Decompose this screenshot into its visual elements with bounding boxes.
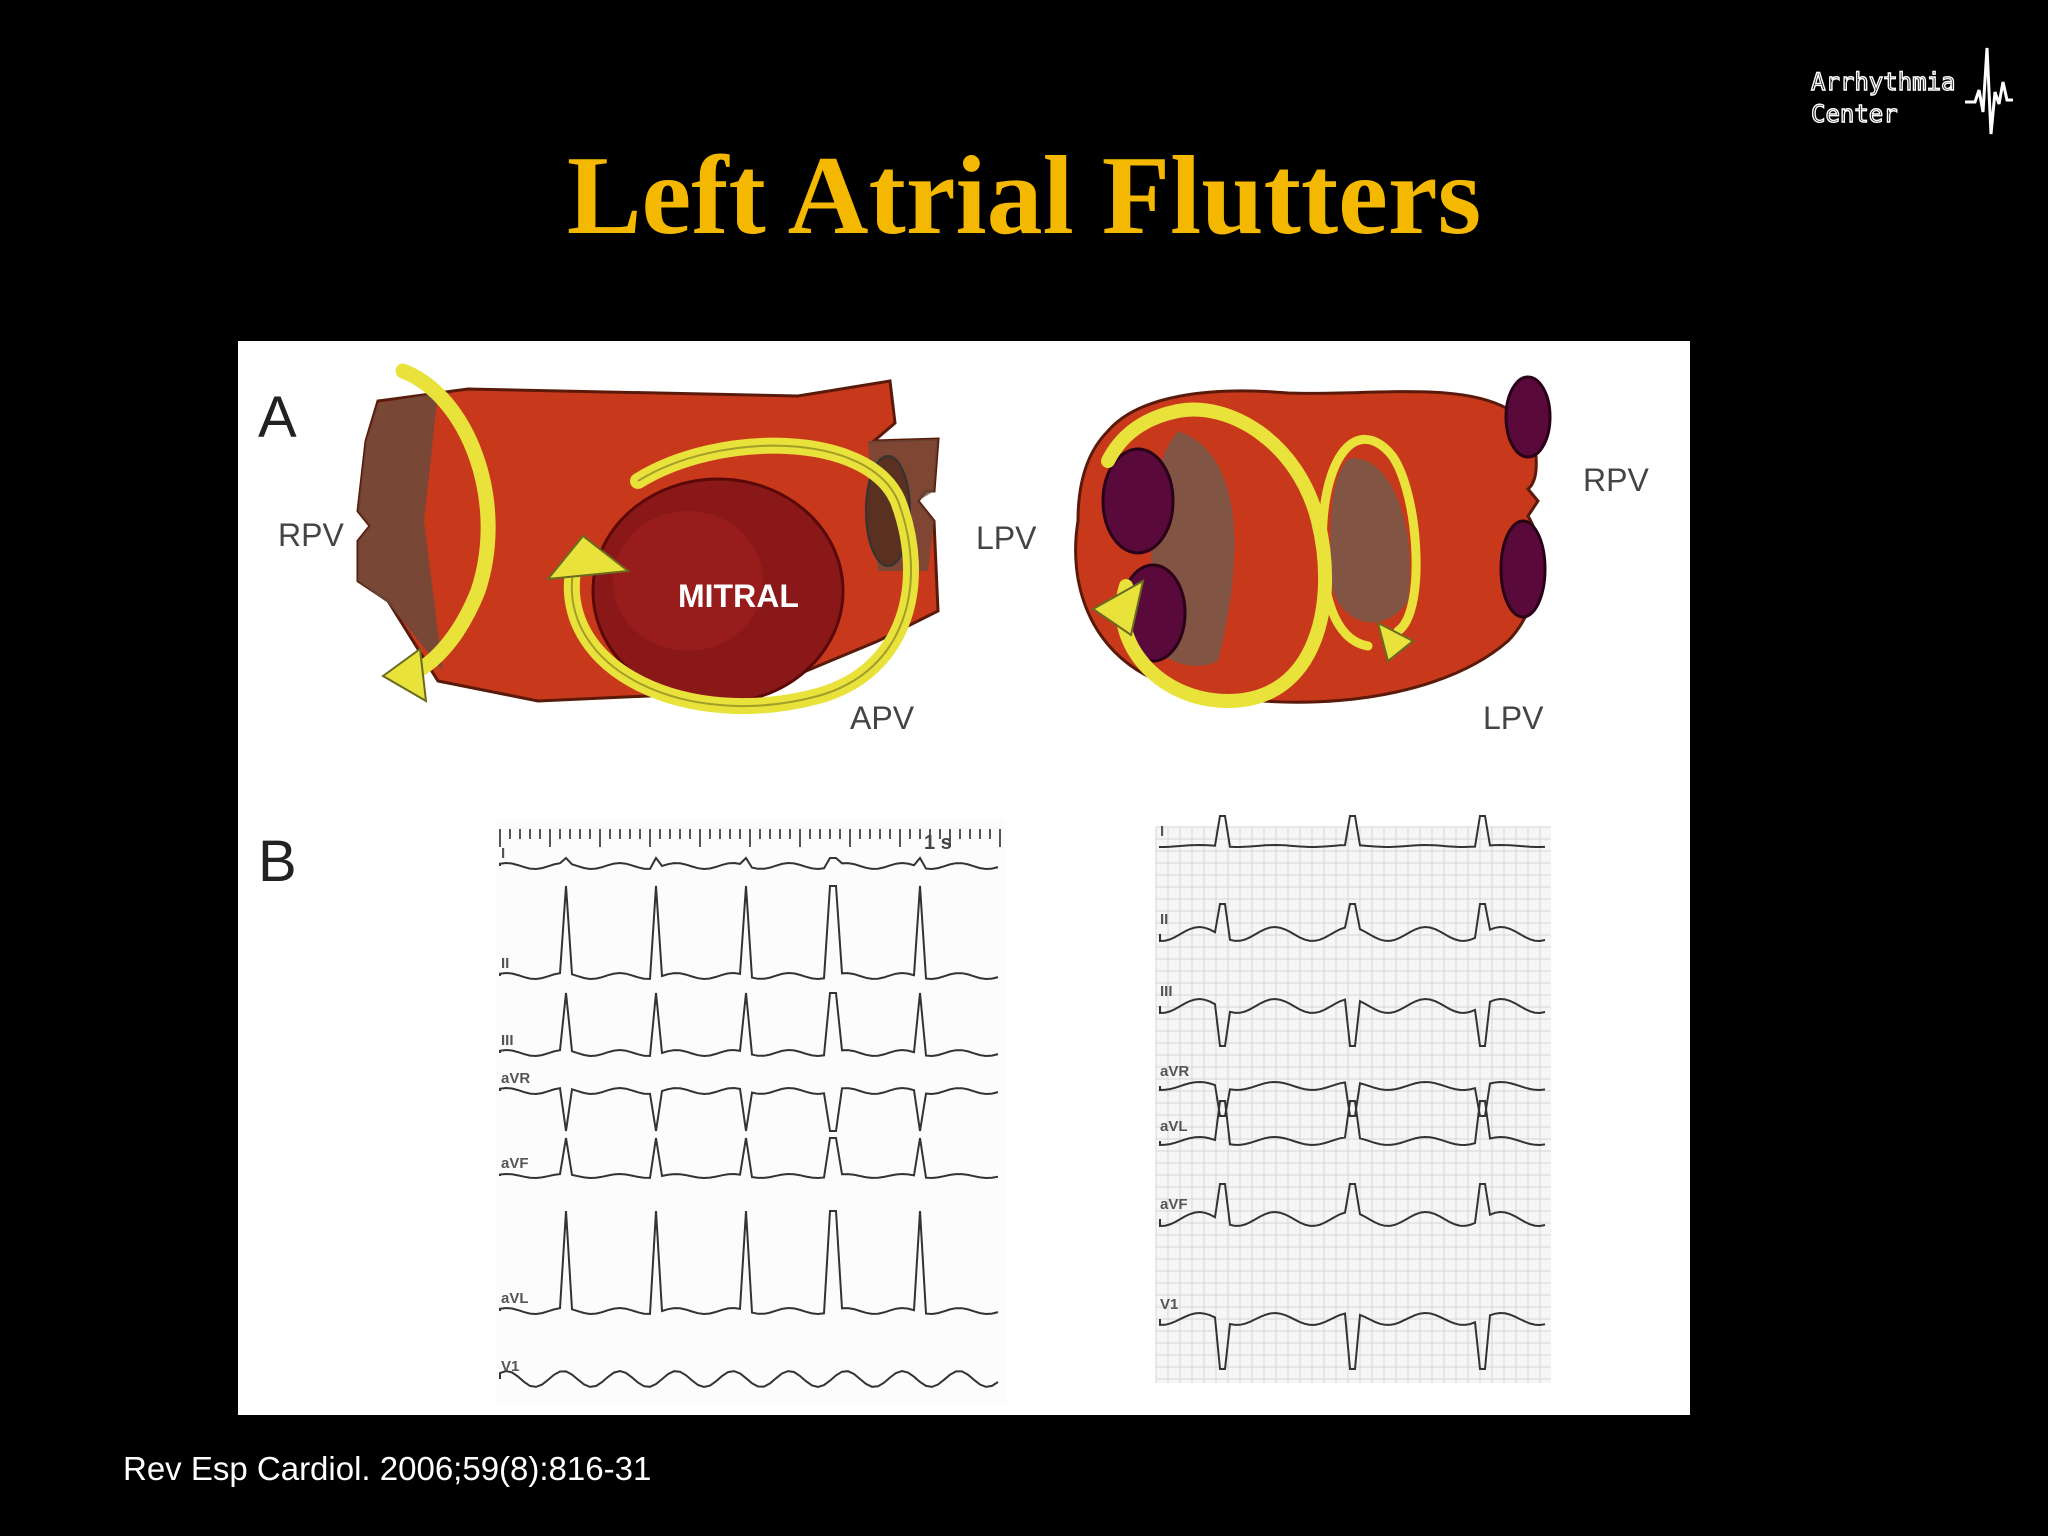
- ecg-right-lead-label: aVR: [1160, 1063, 1189, 1080]
- ecg-right-trace: [1159, 903, 1546, 943]
- ecg-left-lead-label: aVR: [501, 1070, 530, 1087]
- ecg-left-lead-label: aVF: [501, 1155, 529, 1172]
- left-heart-label-apv: APV: [850, 700, 915, 736]
- ecg-right-trace: [1159, 1183, 1546, 1228]
- figure-panel: A B RPV MITRAL APV: [238, 341, 1690, 1415]
- ecg-left-lead-label: III: [501, 1032, 514, 1049]
- right-heart-label-rpv: RPV: [1583, 462, 1649, 498]
- logo-line2: Center: [1811, 100, 1898, 128]
- right-atrium-diagram: LPV RPV LPV: [976, 375, 1649, 736]
- ecg-right-lead-label: V1: [1160, 1296, 1178, 1313]
- ecg-left-trace: [499, 1210, 999, 1316]
- ecg-right-trace: [1159, 815, 1546, 848]
- ecg-left-trace: [499, 992, 999, 1058]
- ecg-right-trace: [1159, 1311, 1546, 1370]
- slide-title: Left Atrial Flutters: [566, 134, 1482, 258]
- left-heart-label-rpv: RPV: [278, 517, 344, 553]
- panel-a-label: A: [258, 385, 297, 450]
- ecg-right-lead-label: I: [1160, 823, 1164, 840]
- ecg-right-trace: [1159, 1080, 1546, 1117]
- citation: Rev Esp Cardiol. 2006;59(8):816-31: [123, 1450, 652, 1487]
- arrhythmia-center-logo: Arrhythmia Center: [1805, 42, 2015, 142]
- ecg-right-trace: [1159, 997, 1546, 1047]
- panel-b-label: B: [258, 829, 297, 894]
- left-atrium-diagram: RPV MITRAL APV: [278, 363, 940, 736]
- ecg-left-trace: [499, 856, 999, 871]
- left-heart-label-mitral: MITRAL: [678, 578, 799, 614]
- ecg-right-trace: [1159, 1100, 1546, 1147]
- ecg-left-scale-label: 1 s: [924, 832, 952, 854]
- logo-line1: Arrhythmia: [1811, 68, 1956, 96]
- ecg-left-trace: [499, 1369, 999, 1389]
- ecg-left-trace: [499, 1086, 999, 1132]
- ecg-right-lead-label: aVL: [1160, 1118, 1188, 1135]
- ecg-left-lead-label: I: [501, 845, 505, 862]
- ecg-left-trace: [499, 1137, 999, 1180]
- ecg-left-lead-label: V1: [501, 1358, 519, 1375]
- ecg-left-trace: [499, 885, 999, 981]
- right-heart-label-lpv-bottom: LPV: [1483, 700, 1544, 736]
- ecg-right-lead-label: III: [1160, 983, 1173, 1000]
- right-heart-label-lpv-top: LPV: [976, 520, 1037, 556]
- ecg-left-lead-label: II: [501, 955, 509, 972]
- ecg-left-lead-label: aVL: [501, 1290, 529, 1307]
- ecg-right-lead-label: aVF: [1160, 1196, 1188, 1213]
- ecg-right-lead-label: II: [1160, 911, 1168, 928]
